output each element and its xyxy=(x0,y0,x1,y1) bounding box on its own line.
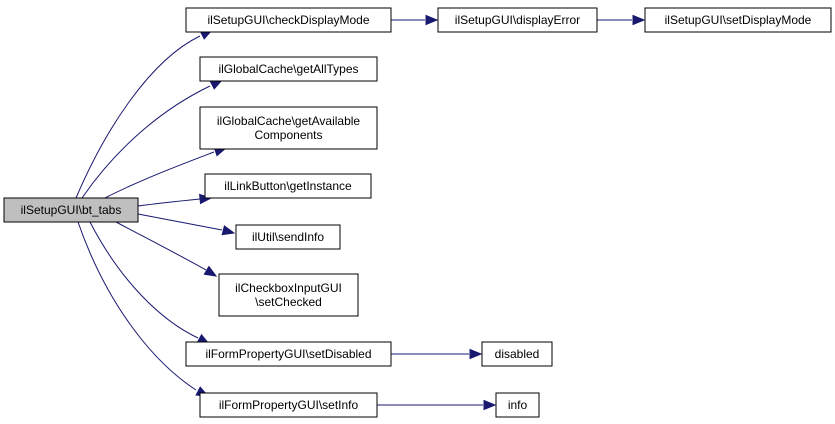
node-box xyxy=(185,341,392,367)
node-box xyxy=(199,106,378,150)
arrow-head-icon xyxy=(469,348,483,360)
node-box xyxy=(437,7,598,33)
node-setDisplayMode[interactable]: ilSetupGUI\setDisplayMode xyxy=(644,7,832,33)
node-label: ilLinkButton\getInstance xyxy=(224,179,352,193)
node-label: ilUtil\sendInfo xyxy=(252,230,324,244)
node-bt_tabs[interactable]: ilSetupGUI\bt_tabs xyxy=(3,197,139,223)
edge-line xyxy=(137,198,201,207)
arrow-head-icon xyxy=(203,265,218,277)
node-label: ilSetupGUI\setDisplayMode xyxy=(665,13,812,27)
arrow-head-icon xyxy=(483,399,497,411)
node-label: ilGlobalCache\getAllTypes xyxy=(218,62,358,76)
node-box xyxy=(204,173,372,199)
arrow-head-icon xyxy=(425,14,439,26)
edge-line xyxy=(77,221,197,391)
node-getInstance[interactable]: ilLinkButton\getInstance xyxy=(204,173,372,199)
node-label: \setChecked xyxy=(255,295,322,309)
node-box xyxy=(235,224,341,250)
edge-bt_tabs-to-setChecked xyxy=(115,221,218,277)
node-label: ilFormPropertyGUI\setInfo xyxy=(219,398,359,412)
node-box xyxy=(481,341,553,367)
edge-displayError-to-setDisplayMode xyxy=(597,14,646,26)
node-box xyxy=(218,273,359,317)
node-setDisabled[interactable]: ilFormPropertyGUI\setDisabled xyxy=(185,341,392,367)
node-setInfo[interactable]: ilFormPropertyGUI\setInfo xyxy=(199,392,378,418)
node-label: ilSetupGUI\displayError xyxy=(455,13,580,27)
edge-line xyxy=(104,151,215,199)
edge-bt_tabs-to-getInstance xyxy=(137,193,213,207)
node-box xyxy=(199,56,378,82)
edge-line xyxy=(81,85,211,199)
node-label: ilSetupGUI\bt_tabs xyxy=(21,203,122,217)
edge-setDisabled-to-disabled xyxy=(391,348,483,360)
nodes-layer: ilSetupGUI\bt_tabs ilSetupGUI\checkDispla… xyxy=(3,7,832,418)
node-box xyxy=(644,7,832,33)
edge-line xyxy=(75,35,201,199)
node-label: info xyxy=(508,398,528,412)
arrow-head-icon xyxy=(221,225,236,236)
edge-setInfo-to-info xyxy=(377,399,497,411)
node-info[interactable]: info xyxy=(495,392,540,418)
node-setChecked[interactable]: ilCheckboxInputGUI\setChecked xyxy=(218,273,359,317)
node-label: ilFormPropertyGUI\setDisabled xyxy=(205,347,371,361)
edge-bt_tabs-to-sendInfo xyxy=(137,213,236,236)
arrow-head-icon xyxy=(632,14,646,26)
node-getAllTypes[interactable]: ilGlobalCache\getAllTypes xyxy=(199,56,378,82)
node-disabled[interactable]: disabled xyxy=(481,341,553,367)
node-label: ilCheckboxInputGUI xyxy=(235,281,342,295)
node-label: ilGlobalCache\getAvailable xyxy=(217,114,361,128)
node-label: disabled xyxy=(495,347,540,361)
edge-line xyxy=(115,221,207,271)
edge-checkDisplayMode-to-displayError xyxy=(391,14,439,26)
node-box xyxy=(199,392,378,418)
node-box xyxy=(495,392,540,418)
node-sendInfo[interactable]: ilUtil\sendInfo xyxy=(235,224,341,250)
edge-bt_tabs-to-setDisabled xyxy=(89,221,211,345)
node-box xyxy=(185,7,392,33)
edge-bt_tabs-to-checkDisplayMode xyxy=(75,29,214,199)
node-box xyxy=(3,197,139,223)
node-label: Components xyxy=(254,128,322,142)
node-label: ilSetupGUI\checkDisplayMode xyxy=(207,13,369,27)
edge-line xyxy=(137,213,223,231)
node-checkDisplayMode[interactable]: ilSetupGUI\checkDisplayMode xyxy=(185,7,392,33)
edge-line xyxy=(89,221,199,339)
edge-bt_tabs-to-setInfo xyxy=(77,221,210,397)
node-displayError[interactable]: ilSetupGUI\displayError xyxy=(437,7,598,33)
